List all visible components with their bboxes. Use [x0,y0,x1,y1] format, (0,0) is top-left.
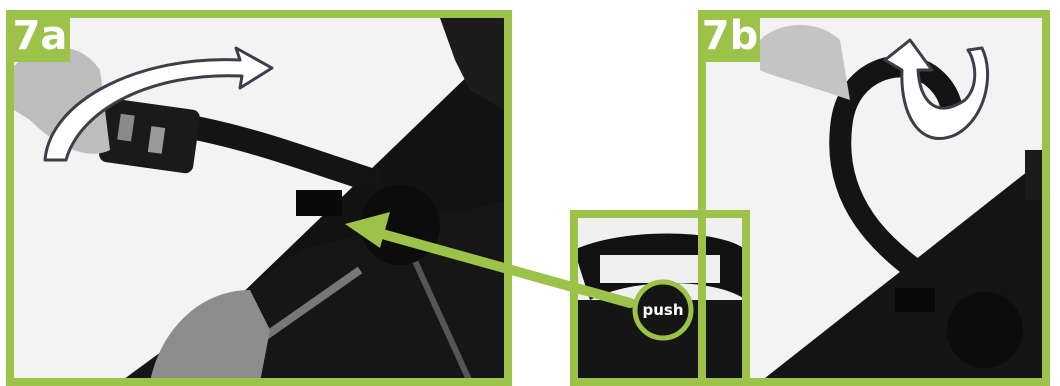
push-circle [632,279,694,341]
panel-7b [706,18,1042,382]
hinge-7b [947,292,1023,368]
rotate-arrow-7a [43,46,274,162]
rotate-arrow-7b [883,38,990,141]
push-arrow [345,212,635,308]
panel-label-7b: 7b [700,10,760,62]
hand-7b [760,25,850,100]
panel-7b-border [698,10,1050,386]
panel-label-7a: 7a [10,10,70,62]
push-label: push [642,301,684,319]
hand-bottom-7a [150,290,270,382]
panel-7a-border [6,10,512,386]
panel-7a [14,18,505,386]
